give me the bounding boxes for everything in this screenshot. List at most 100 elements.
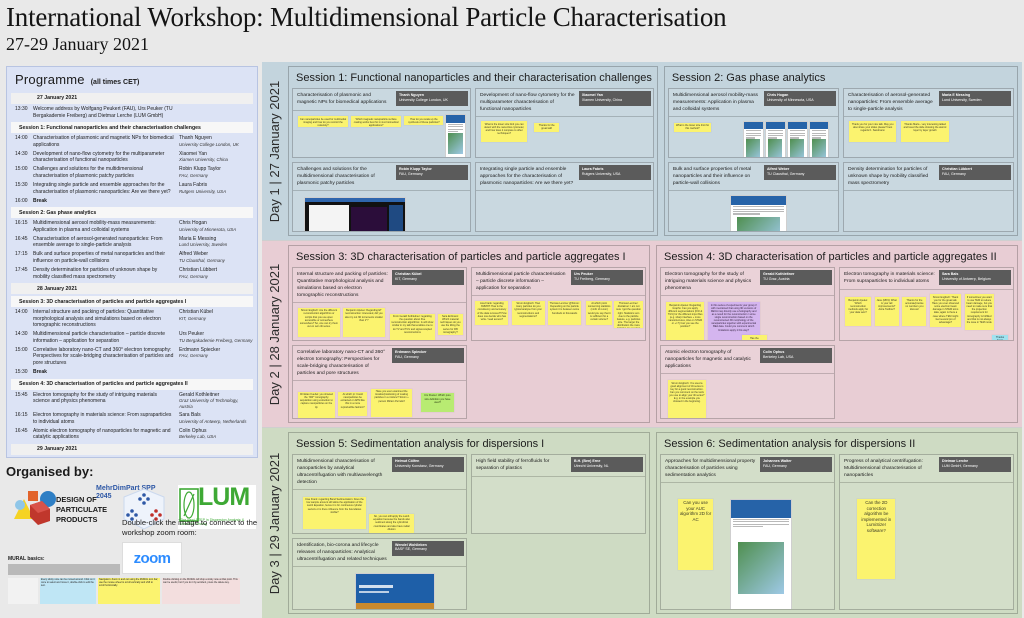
talk-card-header: Multidimensional aerosol mobility-mass m…: [668, 89, 838, 118]
talk-card[interactable]: Multidimensional aerosol mobility-mass m…: [667, 88, 839, 158]
sticky-note[interactable]: What is the lower size limit for this me…: [673, 122, 712, 133]
talk-card-body[interactable]: Can the 2D correction algorithm be imple…: [840, 483, 1013, 609]
sticky-note[interactable]: Has the nanostructure segmentation appli…: [742, 335, 767, 340]
slide-thumbnail[interactable]: [765, 120, 786, 157]
talk-card[interactable]: Integrating single particle and ensemble…: [474, 162, 654, 232]
sticky-note[interactable]: Simon Englisch: Are the different recons…: [298, 307, 340, 337]
sticky-note[interactable]: Have you ever examined the location/posi…: [370, 388, 413, 418]
sticky-note[interactable]: At which pt: Could nanoparticles be extr…: [337, 391, 368, 416]
sticky-note[interactable]: No, you can still apply the Lamb equatio…: [369, 513, 415, 533]
session-panel: Session 3: 3D characterisation of partic…: [288, 245, 650, 423]
sticky-note[interactable]: At which point concerning statistics (nm…: [586, 300, 613, 326]
slide-thumbnail[interactable]: [787, 120, 808, 157]
talk-card-body[interactable]: Can nanoparticles be used for multimodal…: [293, 111, 470, 157]
sticky-note[interactable]: Lisa Frank: regarding XMMNT: How is the …: [475, 300, 509, 326]
sticky-note[interactable]: Thomas Lenzner: disclaimer: I am not sur…: [613, 300, 644, 328]
sticky-note[interactable]: Simon Englisch: How many particles do yo…: [511, 300, 545, 326]
talk-card[interactable]: Internal structure and packing of partic…: [292, 267, 467, 341]
talk-card-body[interactable]: 3: [293, 567, 466, 609]
programme-time: 17:45: [15, 267, 28, 273]
sticky-note[interactable]: Simon Englisch: Thank you for the great …: [929, 294, 962, 328]
talk-card[interactable]: Density determination for particles of u…: [842, 162, 1014, 232]
sticky-note[interactable]: Jane (MK9): What is your tall improvemen…: [874, 297, 899, 326]
talk-card-body[interactable]: What is the lower size limit for this me…: [669, 117, 838, 157]
talk-card[interactable]: Characterisation of plasmonic and magnet…: [292, 88, 471, 158]
slide-thumbnail[interactable]: [729, 195, 788, 231]
talk-card-body[interactable]: Uwe Frank: regarding Band Sedimentation:…: [293, 490, 466, 533]
talk-card[interactable]: Multidimensional characterisation of nan…: [292, 454, 467, 534]
talk-card-body[interactable]: 2: [472, 477, 645, 533]
talk-card[interactable]: Electron tomography for the study of int…: [660, 267, 835, 341]
slide-thumbnail[interactable]: [809, 120, 830, 157]
talk-card[interactable]: High field stability of ferrofluids for …: [471, 454, 646, 534]
sticky-note[interactable]: Thanks Maria - very interesting talked a…: [901, 121, 949, 142]
talk-card-body[interactable]: 4: [844, 191, 1013, 231]
talk-card-body[interactable]: Lisa Frank: regarding XMMNT: How is the …: [472, 296, 645, 340]
talk-card-body[interactable]: Christian Kuebel: you showed the ‘360°’ …: [293, 381, 466, 418]
talk-card[interactable]: Progress of analytical centrifugation: M…: [839, 454, 1014, 610]
programme-affiliation: TU Clausthal, Germany: [179, 257, 225, 263]
slide-thumbnail[interactable]: [743, 120, 764, 157]
talk-card[interactable]: Electron tomography in materials science…: [839, 267, 1014, 341]
talk-card-body[interactable]: 3: [669, 191, 838, 231]
talk-card-body[interactable]: What is the lower size limit you can det…: [476, 117, 653, 157]
sticky-note[interactable]: Can you use your AUC algorithm 2D for AC: [678, 498, 713, 570]
image-thumbnail[interactable]: [355, 572, 435, 609]
sticky-note[interactable]: In this series of experiments your group…: [707, 302, 760, 340]
sticky-note[interactable]: Thanks for the accurate/precise no numbe…: [902, 297, 927, 326]
sticky-note[interactable]: Urs Peuker: Which pore size definition y…: [421, 392, 454, 412]
sticky-note[interactable]: How do you scale up the synthesis of the…: [404, 116, 444, 126]
sticky-note[interactable]: Can nanoparticles be used for multimodal…: [298, 116, 348, 128]
talk-card[interactable]: Identification, bio-corona and lifecycle…: [292, 537, 467, 610]
talk-card-body[interactable]: Simon Englisch: You used a good alignmen…: [661, 374, 834, 418]
sticky-note[interactable]: Uwe Frank: regarding Band Sedimentation:…: [303, 496, 366, 530]
slide-thumbnail[interactable]: [445, 114, 467, 157]
sticky-note[interactable]: Thanks Sara!: [992, 334, 1008, 340]
talk-card[interactable]: Multidimensional particle characterisati…: [471, 267, 646, 341]
programme-time: 16:45: [15, 427, 28, 434]
sticky-note[interactable]: Thomas Lenzner @Simon: Depending on the …: [548, 300, 581, 326]
video-thumbnail[interactable]: [303, 196, 407, 231]
sticky-note[interactable]: Which magnetic nanoparticle surface coat…: [351, 116, 401, 128]
sticky-note[interactable]: Christian Kuebel: you showed the ‘360°’ …: [298, 391, 335, 418]
zoom-room-link[interactable]: zoom: [122, 542, 182, 574]
sticky-note[interactable]: Thanks for the great talk!: [534, 122, 560, 133]
programme-affiliation: University of Minnesota, USA: [179, 226, 237, 232]
sticky-note[interactable]: Simon Englisch: You used a good alignmen…: [667, 380, 706, 418]
sticky-note[interactable]: Benjamin Apeleo: Regarding ET reconstruc…: [343, 307, 385, 337]
talk-card[interactable]: Approaches for multidimensional property…: [660, 454, 835, 610]
talk-card[interactable]: Correlative laboratory nano-CT and 360° …: [292, 345, 467, 419]
session-title: Session 2: Gas phase analytics: [671, 72, 826, 84]
talk-card-body[interactable]: Benjamin Apeleo: Which reconstruction me…: [840, 290, 1013, 340]
sticky-note[interactable]: Can the 2D correction algorithm be imple…: [857, 498, 896, 579]
talk-card-body[interactable]: 4: [476, 191, 653, 231]
talk-card-body[interactable]: Benjamin Apeleo: Regarding Graphs: Can y…: [661, 296, 834, 340]
sticky-note[interactable]: From Gerald Kothleitner: regarding the q…: [389, 313, 435, 340]
sticky-note[interactable]: Sara Erdmann: Which material techniques …: [438, 313, 463, 336]
sticky-note[interactable]: Thank you for your nice talk. May you al…: [849, 121, 897, 142]
talk-card-body[interactable]: 3: [293, 191, 470, 231]
sticky-note[interactable]: Benjamin Apeleo: Which reconstruction me…: [845, 297, 872, 326]
sticky-note[interactable]: Benjamin Apeleo: Regarding Graphs: Can y…: [666, 302, 705, 340]
sticky-note[interactable]: If sometimes you want to use TEM to redu…: [964, 294, 994, 331]
talk-card-body[interactable]: Simon Englisch: Are the different recons…: [293, 303, 466, 340]
talk-card[interactable]: Bulk and surface properties of metal nan…: [667, 162, 839, 232]
talk-card[interactable]: Development of nano-flow cytometry for t…: [474, 88, 654, 158]
talk-card-body[interactable]: Thank you for your nice talk. May you al…: [844, 117, 1013, 157]
talk-card[interactable]: Atomic electron tomography of nanopartic…: [660, 345, 835, 419]
slide-thumbnail[interactable]: [730, 498, 793, 609]
talk-card[interactable]: Challenges and solutions for the multidi…: [292, 162, 471, 232]
talk-card-body[interactable]: Can you use your AUC algorithm 2D for AC…: [661, 483, 834, 609]
talk-card[interactable]: Characterisation of aerosol-generated na…: [842, 88, 1014, 158]
sticky-note[interactable]: What is the lower size limit you can det…: [481, 121, 528, 142]
